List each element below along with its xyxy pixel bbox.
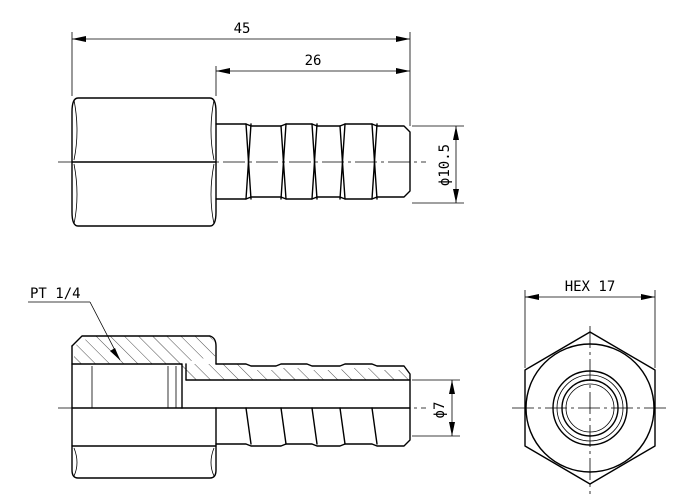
- dimension-label-10-5: ϕ10.5: [437, 144, 453, 186]
- end-view: [512, 326, 668, 494]
- thread-callout: PT 1/4: [28, 286, 121, 361]
- dimension-hex: HEX 17: [524, 279, 656, 368]
- dimension-label-hex: HEX 17: [565, 279, 616, 295]
- dimension-label-26: 26: [305, 53, 322, 69]
- dimension-overall-length: 45: [71, 21, 411, 126]
- dimension-label-45: 45: [234, 21, 251, 37]
- dimension-label-7: ϕ7: [432, 402, 448, 419]
- thread-label: PT 1/4: [30, 286, 81, 302]
- side-view: [58, 97, 426, 227]
- dimension-barb-length: 26: [215, 53, 410, 96]
- dimension-barb-diameter: ϕ10.5: [412, 125, 464, 204]
- section-view: [58, 335, 426, 479]
- dimension-bore-diameter: ϕ7: [412, 379, 460, 437]
